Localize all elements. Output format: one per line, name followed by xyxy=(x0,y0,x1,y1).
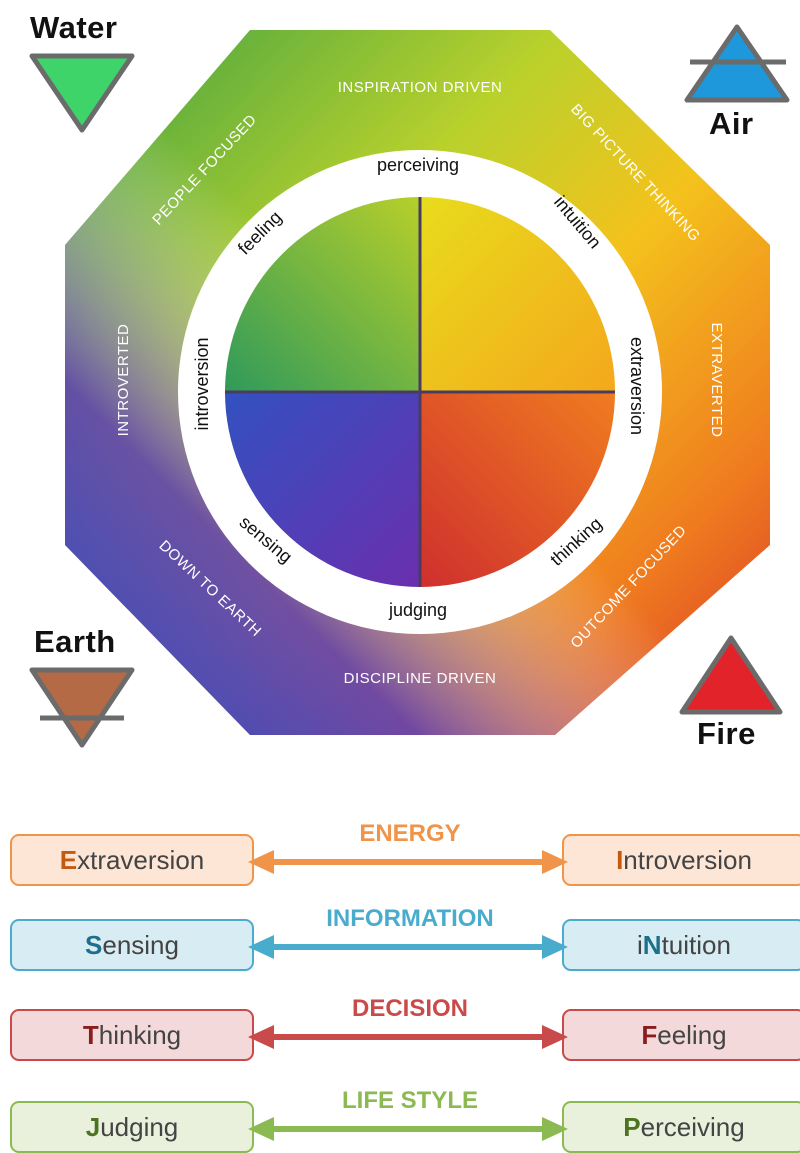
personality-wheel: INSPIRATION DRIVEN DISCIPLINE DRIVEN INT… xyxy=(29,24,790,748)
pole-text: udging xyxy=(100,1111,179,1142)
pole-text: erceiving xyxy=(640,1111,745,1142)
dimension-title: DECISION xyxy=(351,995,468,1022)
pole-initial: E xyxy=(59,844,78,875)
earth-triangle-icon xyxy=(29,667,135,748)
dimension-title: INFORMATION xyxy=(326,905,494,932)
outer-label-left: INTROVERTED xyxy=(115,324,132,437)
pole-text: eeling xyxy=(657,1019,727,1050)
pole-text: ensing xyxy=(102,929,179,960)
pole-prefix: i xyxy=(637,929,643,960)
fire-label: Fire xyxy=(697,716,756,751)
pole-initial: F xyxy=(641,1019,658,1050)
dimension-title: LIFE STYLE xyxy=(341,1087,478,1114)
pole-text: tuition xyxy=(661,929,731,960)
outer-label-top: INSPIRATION DRIVEN xyxy=(338,79,503,96)
dimension-arrow xyxy=(248,850,568,874)
pole-text: hinking xyxy=(98,1019,182,1050)
water-triangle-icon xyxy=(29,53,135,133)
water-label: Water xyxy=(30,10,118,45)
dimension-title: ENERGY xyxy=(359,820,461,847)
outer-label-bottom: DISCIPLINE DRIVEN xyxy=(344,670,497,687)
pole-initial: P xyxy=(623,1111,641,1142)
fire-triangle-icon xyxy=(679,635,783,715)
air-triangle-icon xyxy=(684,24,790,103)
pole-initial: J xyxy=(85,1111,101,1142)
center-quadrants xyxy=(225,197,615,587)
earth-label: Earth xyxy=(34,624,116,659)
pole-initial: T xyxy=(82,1019,99,1050)
dimension-arrow xyxy=(248,1117,568,1141)
dimension-arrow xyxy=(248,1025,568,1049)
air-label: Air xyxy=(709,106,754,141)
dimension-arrow xyxy=(248,935,568,959)
inner-label-left: introversion xyxy=(192,337,212,430)
pole-text: xtraversion xyxy=(77,844,205,875)
pole-initial: S xyxy=(85,929,103,960)
pole-initial: N xyxy=(642,929,662,960)
inner-label-right: extraversion xyxy=(627,337,647,435)
pole-text: ntroversion xyxy=(623,844,752,875)
inner-label-top: perceiving xyxy=(377,155,459,175)
outer-label-right: EXTRAVERTED xyxy=(708,323,725,438)
inner-label-bottom: judging xyxy=(388,600,447,620)
pole-initial: I xyxy=(616,844,624,875)
